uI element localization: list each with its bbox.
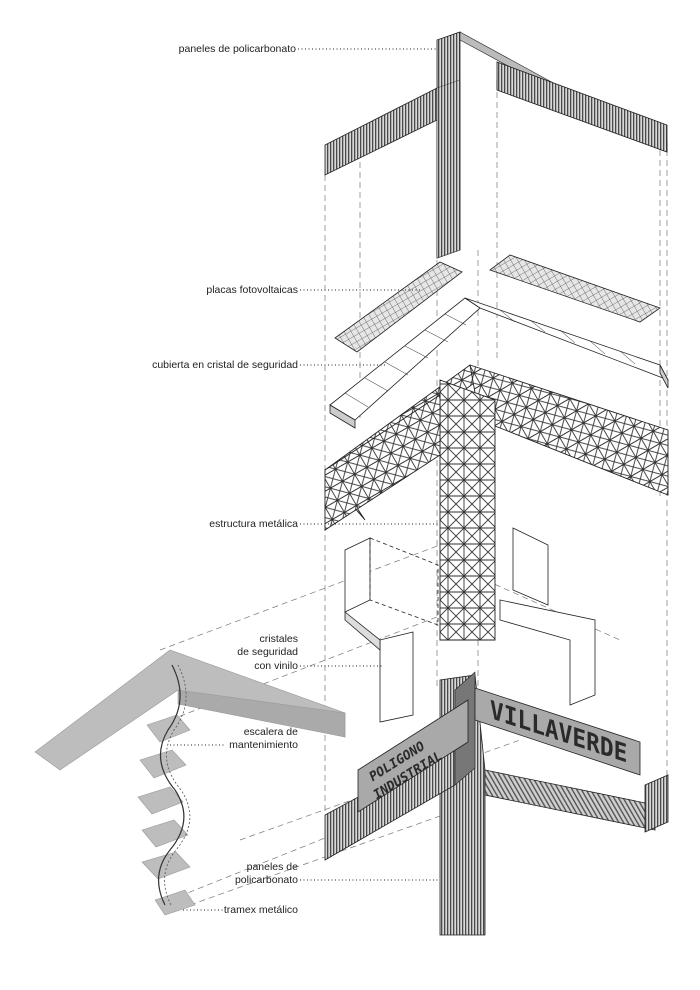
label-cristales-2: de seguridad xyxy=(237,646,298,658)
label-escalera-2: mantenimiento xyxy=(229,739,298,751)
maintenance-stair xyxy=(34,649,346,916)
label-paneles-top: paneles de policarbonato xyxy=(179,43,297,55)
label-tramex: tramex metálico xyxy=(224,904,298,916)
leader-lines xyxy=(170,48,440,911)
metal-structure xyxy=(324,364,669,641)
photovoltaic-plates xyxy=(334,254,661,353)
label-cubierta: cubierta en cristal de seguridad xyxy=(152,359,298,371)
label-cristales-3: con vinilo xyxy=(254,660,298,672)
polycarbonate-panels-top xyxy=(324,31,668,259)
callout-labels: paneles de policarbonato placas fotovolt… xyxy=(152,43,298,916)
safety-glass-panes xyxy=(344,527,596,723)
label-placas: placas fotovoltaicas xyxy=(206,284,298,296)
label-paneles-bot-2: policarbonato xyxy=(235,874,298,886)
label-paneles-bot-1: paneles de xyxy=(247,861,299,873)
label-cristales-1: cristales xyxy=(259,633,298,645)
label-estructura: estructura metálica xyxy=(209,518,298,530)
label-escalera-1: escalera de xyxy=(244,726,298,738)
safety-glass-roof xyxy=(329,297,669,429)
